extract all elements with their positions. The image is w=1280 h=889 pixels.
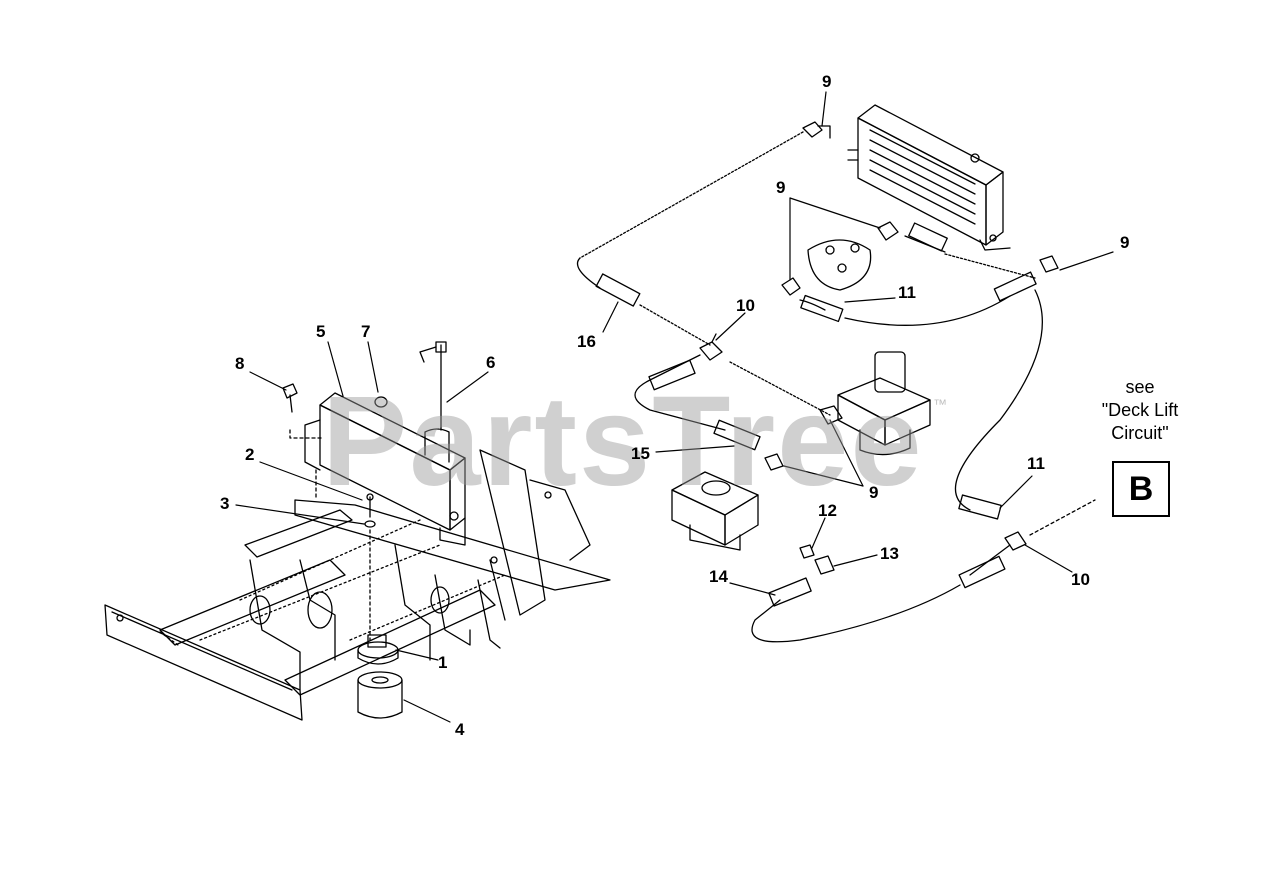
filter-head: [357, 634, 399, 665]
oil-filter: [357, 671, 403, 719]
callout-6: 6: [486, 353, 496, 372]
callout-3: 3: [220, 494, 230, 513]
callout-9-top: 9: [822, 72, 832, 91]
callout-16: 16: [577, 332, 596, 351]
elbow-fitting: [819, 405, 843, 425]
callout-9-lower: 9: [869, 483, 879, 502]
callout-5: 5: [316, 322, 326, 341]
callout-10-lower: 10: [1071, 570, 1090, 589]
reference-line-2: "Deck Lift: [1101, 400, 1179, 420]
oil-cooler: [847, 104, 1011, 251]
callout-9-mid: 9: [776, 178, 786, 197]
callout-12: 12: [818, 501, 837, 520]
washer: [364, 520, 376, 528]
bolt: [282, 383, 323, 439]
callout-10-upper: 10: [736, 296, 755, 315]
callout-2: 2: [245, 445, 255, 464]
callout-7: 7: [361, 322, 371, 341]
reference-line-3: Circuit": [1111, 423, 1169, 443]
reference-line-1: see: [1125, 377, 1155, 397]
callout-15: 15: [631, 444, 650, 463]
hydraulic-pump: [837, 351, 931, 456]
elbow-fitting: [764, 453, 784, 471]
watermark-trademark: ™: [933, 396, 947, 412]
callout-1: 1: [438, 653, 448, 672]
callout-14: 14: [709, 567, 728, 586]
control-valve: [671, 471, 759, 551]
oil-tank: [304, 341, 466, 546]
adapter-fitting: [799, 544, 815, 559]
callout-11-upper: 11: [898, 283, 916, 302]
leader-lines: [235, 91, 1114, 723]
callout-9-right: 9: [1120, 233, 1130, 252]
valve-bracket: [807, 239, 872, 291]
callout-8: 8: [235, 354, 245, 373]
deck-lift-reference-note: see "Deck Lift Circuit": [1080, 376, 1200, 445]
tee-fitting: [699, 333, 1027, 551]
chassis-frame: [104, 449, 611, 721]
callout-4: 4: [455, 720, 465, 739]
elbow-fitting: [814, 555, 835, 575]
elbow-fitting: [781, 121, 1059, 296]
callout-13: 13: [880, 544, 899, 563]
reference-badge-b[interactable]: B: [1112, 461, 1170, 517]
vent-cap: [374, 396, 388, 408]
callout-11-lower: 11: [1027, 454, 1045, 473]
hose-lines: [576, 131, 1096, 643]
